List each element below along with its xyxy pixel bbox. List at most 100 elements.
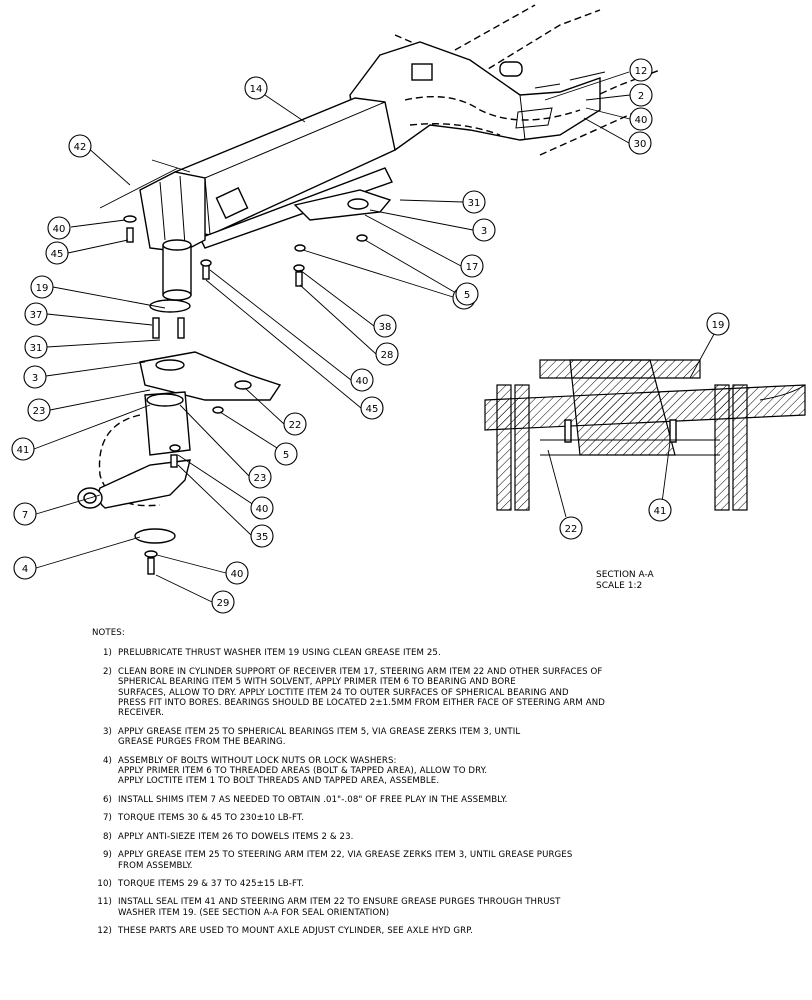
svg-text:28: 28 [381,350,394,361]
svg-text:40: 40 [53,224,66,235]
receiver [199,167,393,249]
note-text: PRELUBRICATE THRUST WASHER ITEM 19 USING… [118,648,441,659]
svg-text:4: 4 [22,564,28,575]
callout-bubble: 31 [24,335,48,359]
note-text: ASSEMBLY OF BOLTS WITHOUT LOCK NUTS OR L… [118,755,488,787]
note-number: 3) [102,726,112,737]
callout-bubble: 14 [244,76,268,100]
note-number: 1) [102,648,112,659]
svg-text:40: 40 [256,504,269,515]
note-number: 4) [102,755,112,766]
svg-text:17: 17 [466,262,479,273]
callout-bubble: 3 [472,218,496,242]
svg-text:38: 38 [379,322,392,333]
svg-text:19: 19 [36,283,49,294]
svg-text:40: 40 [231,569,244,580]
notes-heading: NOTES: [92,628,125,638]
svg-text:22: 22 [289,420,302,431]
exploded-assembly-drawing: 12 2 40 30 14 42 31 3 17 40 45 11 5 38 2… [11,4,806,614]
callout-bubble: 19 [706,312,730,336]
note-text: TORQUE ITEMS 30 & 45 TO 230±10 LB-FT. [118,813,305,824]
svg-text:3: 3 [481,226,487,237]
note-text: THESE PARTS ARE USED TO MOUNT AXLE ADJUS… [118,926,473,937]
svg-text:40: 40 [635,115,648,126]
callout-bubble: 37 [24,302,48,326]
callout-bubble: 40 [629,107,653,131]
callout-bubble: 28 [375,342,399,366]
callout-bubble: 38 [373,314,397,338]
callout-bubble: 41 [11,437,35,461]
svg-text:45: 45 [366,404,379,415]
callout-bubble: 42 [68,134,92,158]
svg-text:23: 23 [33,406,46,417]
note-number: 10) [97,878,112,889]
section-scale: SCALE 1:2 [596,581,643,591]
callout-bubble: 3 [23,365,47,389]
svg-text:41: 41 [654,506,667,517]
note-text: APPLY GREASE ITEM 25 TO SPHERICAL BEARIN… [118,726,521,748]
note-item: 4) ASSEMBLY OF BOLTS WITHOUT LOCK NUTS OR… [92,756,792,787]
note-text: APPLY ANTI-SIEZE ITEM 26 TO DOWELS ITEMS… [118,831,354,842]
svg-text:31: 31 [468,198,481,209]
note-item: 6)INSTALL SHIMS ITEM 7 AS NEEDED TO OBTA… [92,795,792,805]
note-text: TORQUE ITEMS 29 & 37 TO 425±15 LB-FT. [118,878,305,889]
callout-bubble: 30 [628,131,652,155]
svg-text:35: 35 [256,532,269,543]
callout-bubble: 17 [460,254,484,278]
note-text: CLEAN BORE IN CYLINDER SUPPORT OF RECEIV… [118,666,605,719]
svg-text:14: 14 [250,84,263,95]
callout-bubble: 23 [27,398,51,422]
note-item: 11)INSTALL SEAL ITEM 41 AND STEERING ARM… [92,897,792,918]
callout-bubble: 31 [462,190,486,214]
svg-text:31: 31 [30,343,43,354]
svg-text:5: 5 [464,290,470,301]
callout-bubble: 2 [629,83,653,107]
svg-text:19: 19 [712,320,725,331]
callout-bubble: 45 [45,241,69,265]
note-text: INSTALL SHIMS ITEM 7 AS NEEDED TO OBTAIN… [118,794,508,805]
svg-text:7: 7 [22,510,28,521]
svg-text:23: 23 [254,473,267,484]
note-number: 12) [97,926,112,937]
callout-bubble: 40 [225,561,249,585]
callout-bubble: 22 [283,412,307,436]
callout-bubble: 23 [248,465,272,489]
svg-text:2: 2 [638,91,644,102]
hardware [123,215,368,339]
note-item: 1) PRELUBRICATE THRUST WASHER ITEM 19 USI… [92,648,792,658]
note-number: 8) [102,831,112,842]
section-title: SECTION A-A [596,570,654,580]
callout-bubbles: 12 2 40 30 14 42 31 3 17 40 45 11 5 38 2… [11,58,730,614]
svg-text:29: 29 [217,598,230,609]
svg-text:22: 22 [565,524,578,535]
svg-text:42: 42 [74,142,87,153]
note-number: 2) [102,666,112,677]
note-item: 3) APPLY GREASE ITEM 25 TO SPHERICAL BEAR… [92,727,792,748]
callout-bubble: 41 [648,498,672,522]
leader-lines [33,71,720,603]
spindle-bracket [99,159,206,301]
svg-text:12: 12 [635,66,648,77]
note-item: 2) CLEAN BORE IN CYLINDER SUPPORT OF RECE… [92,667,792,719]
note-item: 10) TORQUE ITEMS 29 & 37 TO 425±15 LB-FT. [92,879,792,889]
section-a-a [484,359,806,511]
callout-bubble: 19 [30,275,54,299]
callout-bubble: 40 [47,216,71,240]
note-number: 9) [102,850,112,861]
note-text: APPLY GREASE ITEM 25 TO STEERING ARM ITE… [118,850,573,871]
callout-bubble: 45 [360,396,384,420]
callout-bubble: 22 [559,516,583,540]
section-label: SECTION A-A SCALE 1:2 [596,570,654,592]
note-item: 12) THESE PARTS ARE USED TO MOUNT AXLE AD… [92,926,792,936]
svg-text:41: 41 [17,445,30,456]
notes-block: NOTES: 1) PRELUBRICATE THRUST WASHER ITEM… [92,628,792,945]
svg-text:37: 37 [30,310,43,321]
svg-text:30: 30 [634,139,647,150]
svg-text:5: 5 [283,450,289,461]
knuckle [77,391,191,575]
callout-bubble: 7 [13,502,37,526]
callout-bubble: 35 [250,524,274,548]
callout-bubble: 5 [274,442,298,466]
note-item: 8) APPLY ANTI-SIEZE ITEM 26 TO DOWELS ITE… [92,832,792,842]
note-item: 7)TORQUE ITEMS 30 & 45 TO 230±10 LB-FT. [92,813,792,823]
